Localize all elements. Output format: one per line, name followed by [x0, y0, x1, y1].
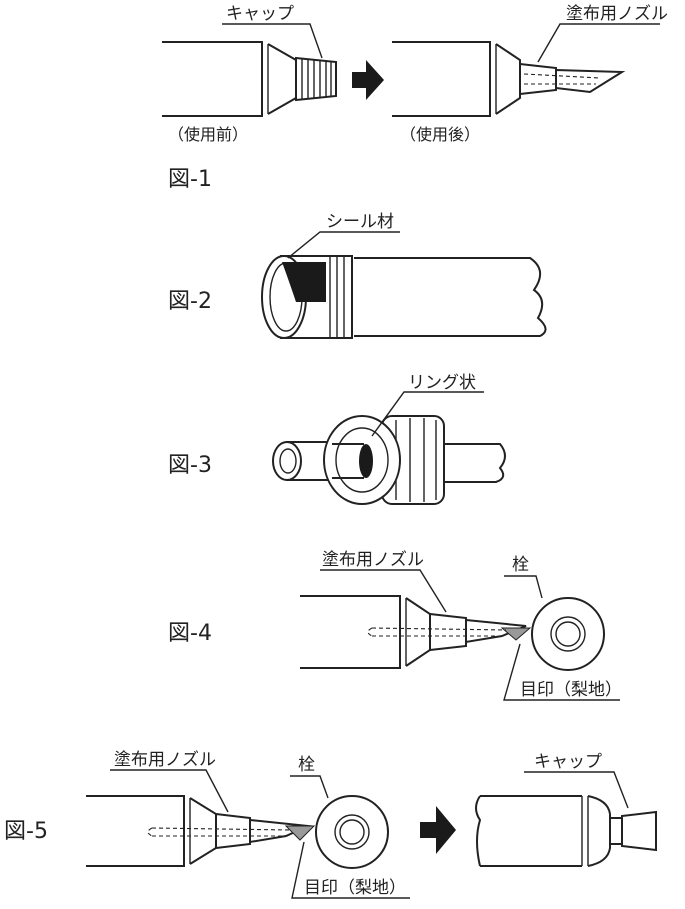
cap-label: キャップ	[534, 752, 602, 772]
figure-1: キャップ （使用前） 塗布用ノズル （使用後） 図-1	[162, 3, 668, 192]
sealant-band	[282, 262, 326, 302]
figure-2-title: 図-2	[168, 289, 212, 314]
plug	[315, 795, 389, 869]
pipe-body	[354, 257, 547, 337]
ring-label: リング状	[408, 373, 476, 393]
plug-leader	[290, 775, 329, 799]
tube-before	[162, 41, 337, 117]
mark-label: 目印（梨地）	[304, 878, 406, 898]
plug-label: 栓	[512, 555, 529, 575]
figure-3-title: 図-3	[168, 453, 212, 478]
mark-label: 目印（梨地）	[520, 680, 622, 700]
figure-4: 塗布用ノズル 栓 目印（梨地） 図-4	[168, 549, 622, 701]
right-arrow-icon	[352, 60, 384, 100]
nozzle-label: 塗布用ノズル	[322, 549, 424, 570]
frosted-mark	[500, 627, 532, 641]
mark-leader	[503, 643, 620, 701]
nozzle-leader	[110, 769, 229, 813]
plug-leader	[504, 575, 543, 599]
nozzle-leader	[320, 569, 447, 613]
frosted-mark	[284, 825, 316, 841]
figure-5-title: 図-5	[4, 819, 48, 844]
nozzle-base	[429, 612, 467, 652]
figure-2: シール材 図-2	[168, 212, 547, 339]
cap-leader	[222, 23, 323, 59]
tube-after	[392, 41, 626, 117]
nozzle-leader	[537, 23, 660, 63]
before-caption: （使用前）	[168, 125, 248, 144]
right-arrow-icon	[420, 806, 456, 854]
nozzle-tip	[555, 68, 626, 94]
figure-3: リング状 図-3	[168, 373, 506, 505]
figure-5: 塗布用ノズル 栓 目印（梨地） キャップ 図-5	[4, 749, 657, 899]
after-caption: （使用後）	[400, 125, 480, 144]
seal-leader	[287, 231, 400, 259]
seal-label: シール材	[326, 212, 394, 232]
ring-leader	[371, 391, 484, 437]
sealant-ring	[359, 444, 373, 478]
cap-leader	[524, 771, 629, 809]
cap-shape	[621, 810, 657, 852]
nozzle-base	[215, 812, 251, 850]
plug-label: 栓	[298, 755, 315, 775]
figure-1-title: 図-1	[168, 167, 212, 192]
plug	[531, 597, 605, 671]
tube-cut-edge	[475, 795, 482, 867]
cap-label: キャップ	[226, 4, 294, 24]
nozzle-base	[519, 62, 557, 96]
nozzle-label: 塗布用ノズル	[566, 3, 668, 24]
figure-4-title: 図-4	[168, 621, 212, 646]
nozzle-label: 塗布用ノズル	[114, 749, 216, 770]
mark-leader	[291, 841, 410, 899]
tube-end	[272, 441, 302, 481]
